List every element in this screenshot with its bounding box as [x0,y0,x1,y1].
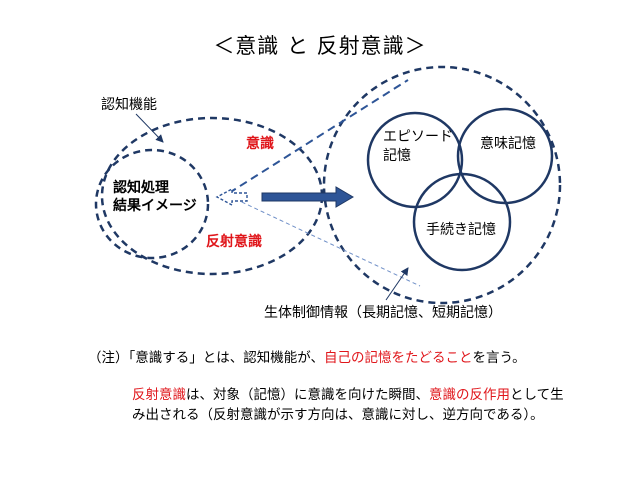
zoom-line-upper [228,79,409,194]
semantic-memory-circle [456,107,554,205]
note-prefix: （注）「意識する」とは、認知機能が、 [88,350,324,366]
cognition-result-label-line2: 結果イメージ [113,198,197,214]
semantic-memory-label: 意味記憶 [480,136,536,152]
paragraph-text-1: は、対象（記憶）に意識を向けた瞬間、 [186,387,429,403]
procedural-memory-label: 手続き記憶 [426,222,496,238]
page-title: ＜意識 と 反射意識＞ [213,34,427,58]
paragraph-term-reflex: 反射意識 [132,387,186,403]
note-highlight: 自己の記憶をたどること [323,350,473,366]
bio-control-label: 生体制御情報（長期記憶、短期記憶） [264,305,502,321]
cognition-result-label-line1: 認知処理 [113,180,169,196]
explanation-paragraph: 反射意識は、対象（記憶）に意識を向けた瞬間、意識の反作用として生み出される（反射… [132,385,572,425]
episodic-memory-label-line1: エピソード [383,129,453,145]
reflex-consciousness-arrow [215,187,248,207]
consciousness-arrow [261,186,354,208]
cognition-result-circle [94,148,210,260]
paragraph-text-2: として生み出される（反射意識が示す方向は、意識に対し、逆方向である）。 [132,387,564,423]
note-line: （注）「意識する」とは、認知機能が、自己の記憶をたどることを言う。 [88,348,526,368]
consciousness-label: 意識 [246,136,274,152]
note-suffix: を言う。 [472,350,526,366]
reflex-consciousness-label: 反射意識 [206,234,262,250]
bio-control-circle [322,65,562,305]
episodic-memory-circle [366,111,464,209]
paragraph-term-reaction: 意識の反作用 [429,387,510,403]
procedural-memory-circle [412,172,512,272]
cognitive-function-label: 認知機能 [101,97,157,113]
zoom-line-lower [228,195,421,287]
episodic-memory-label-line2: 記憶 [383,148,411,164]
bio-control-pointer [385,267,409,301]
cognitive-function-pointer [135,113,164,143]
